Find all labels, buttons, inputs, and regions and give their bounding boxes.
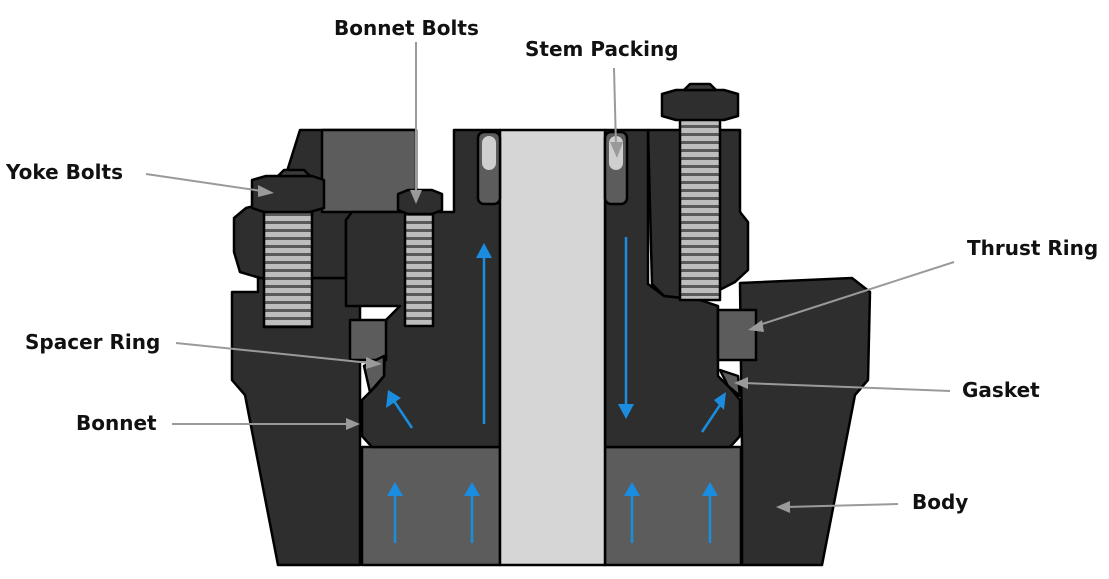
body-left [230, 276, 362, 567]
bonnet-bolt-shank [403, 208, 435, 328]
right-flow-chamber [603, 445, 743, 567]
label-spacer-ring: Spacer Ring [25, 330, 160, 354]
bonnet-right [603, 128, 742, 449]
label-gasket: Gasket [962, 378, 1040, 402]
packing-seal-left [482, 136, 496, 170]
gasket-right [718, 368, 742, 398]
yoke-bolt-nut-top [276, 168, 312, 178]
right-stud-bolt-nut-top [682, 82, 718, 92]
left-flow-chamber [360, 445, 502, 567]
label-bonnet: Bonnet [76, 411, 157, 435]
spacer-ring-part [348, 318, 388, 362]
flow-arrows [386, 237, 726, 543]
body-right [738, 276, 872, 567]
label-bonnet-bolts: Bonnet Bolts [334, 16, 479, 40]
yoke-bolt-shank [262, 203, 314, 329]
right-stud-bolt-nut [660, 88, 740, 122]
label-thrust-ring: Thrust Ring [967, 236, 1098, 260]
label-stem-packing: Stem Packing [525, 37, 679, 61]
stem [498, 128, 607, 567]
thrust-ring-part [716, 308, 758, 362]
leader-lines [145, 42, 955, 513]
label-yoke-bolts: Yoke Bolts [5, 160, 123, 184]
label-body: Body [912, 490, 968, 514]
right-stud-bolt-shank [678, 114, 722, 302]
